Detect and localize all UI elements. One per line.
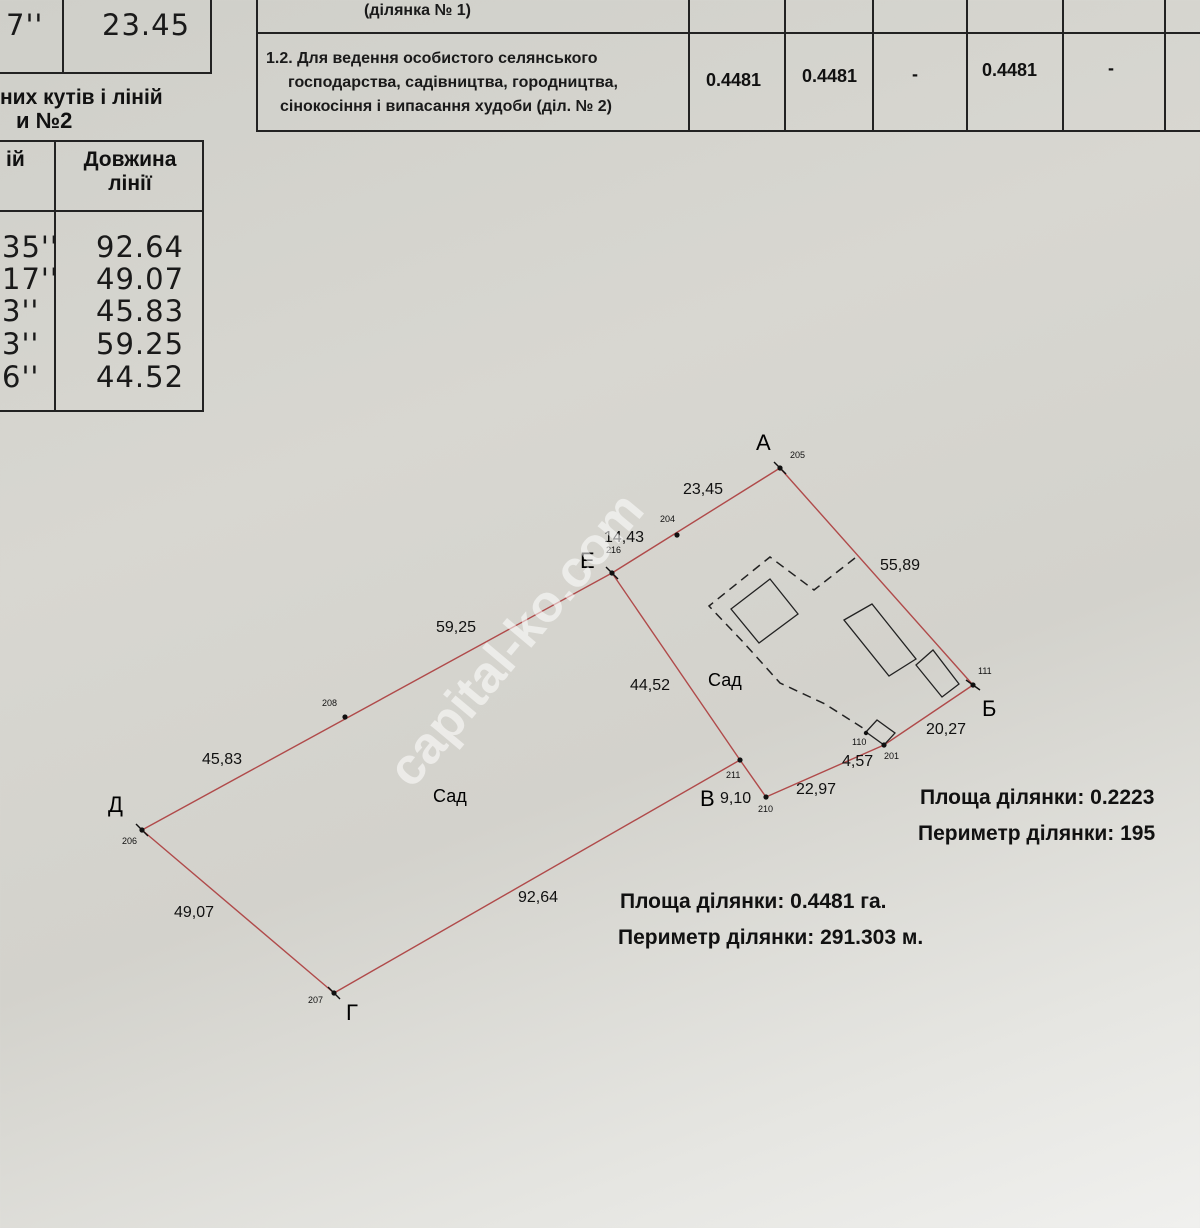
right-table-value-2: 0.4481 [802, 66, 858, 86]
point-id-211: 211 [726, 770, 740, 780]
left-table-caption-line1: них кутів і ліній [0, 86, 163, 109]
right-table-value-1: 0.4481 [706, 70, 762, 90]
point-marker-201 [881, 742, 887, 748]
left-table-row-4-angle: 6'' [2, 360, 40, 394]
garden-label-2: Сад [433, 786, 467, 806]
left-table-row-1-angle: 17'' [2, 262, 59, 296]
point-id-111: 111 [978, 666, 992, 676]
left-table-caption-line2: и №2 [16, 108, 73, 133]
left-table-row-1-length: 49.07 [96, 262, 185, 296]
area-info-main-area: Площа ділянки: 0.4481 га. [620, 890, 887, 913]
point-marker-208 [342, 714, 348, 720]
point-id-204: 204 [660, 514, 675, 524]
building-2 [843, 603, 917, 677]
right-table-value-4: 0.4481 [982, 60, 1038, 80]
right-table-row2-line3: сінокосіння і випасання худоби (діл. № 2… [280, 98, 612, 115]
right-table-row-divider [258, 32, 1200, 34]
point-id-206: 206 [122, 836, 137, 846]
boundary-a-b [779, 467, 974, 686]
point-id-216: 216 [606, 545, 621, 555]
point-id-207: 207 [308, 995, 323, 1005]
segment-label-45-83: 45,83 [202, 751, 242, 768]
boundary-e-211 [611, 572, 741, 761]
segment-label-59-25: 59,25 [436, 619, 476, 636]
point-id-208: 208 [322, 698, 337, 708]
segment-label-22-97: 22,97 [796, 781, 836, 798]
right-table-value-5: - [1108, 58, 1114, 78]
corner-a: А [756, 430, 771, 455]
segment-label-14-43: 14,43 [604, 529, 644, 546]
garden-label-1: Сад [708, 670, 742, 690]
corner-b: Б [982, 696, 996, 721]
corner-g: Г [346, 1000, 358, 1025]
boundary-a-e [611, 467, 781, 574]
left-table-row-4-length: 44.52 [96, 360, 185, 394]
right-table: (ділянка № 1) 1.2. Для ведення особистог… [256, 0, 1200, 132]
point-id-210: 210 [758, 804, 773, 814]
left-table-header-divider [0, 210, 202, 212]
building-4 [865, 719, 896, 746]
right-table-row2-line1: 1.2. Для ведення особистого селянського [266, 50, 598, 67]
left-table-top-length: 23.45 [102, 8, 191, 42]
right-table-col-6 [1164, 0, 1166, 130]
left-table: ій Довжина лінії 35'' 92.64 17'' 49.07 3… [0, 140, 204, 412]
boundary-g-v [333, 759, 741, 994]
point-id-201: 201 [884, 751, 899, 761]
left-table-header-length: Довжина лінії [83, 148, 177, 195]
left-table-row-2-angle: 3'' [2, 294, 40, 328]
corner-v: В [700, 786, 715, 811]
segment-label-92-64: 92,64 [518, 889, 558, 906]
segment-label-55-89: 55,89 [880, 557, 920, 574]
corner-e: Е [580, 548, 595, 573]
segment-label-23-45: 23,45 [683, 481, 723, 498]
right-table-col-2 [784, 0, 786, 130]
watermark: capital-ko.com [377, 482, 655, 798]
point-marker-110 [863, 730, 869, 736]
left-table-top: 7'' 23.45 [0, 0, 212, 74]
area-info-other-area: Площа ділянки: 0.2223 [920, 786, 1155, 809]
segment-label-20-27: 20,27 [926, 721, 966, 738]
left-table-row-0-angle: 35'' [2, 230, 59, 264]
left-table-top-divider [62, 0, 64, 72]
area-info-other-perimeter: Периметр ділянки: 195 [918, 822, 1156, 845]
segment-label-4-57: 4,57 [842, 753, 873, 770]
left-table-row-3-length: 59.25 [96, 327, 185, 361]
right-table-col-5 [1062, 0, 1064, 130]
boundary-201-b [883, 684, 974, 746]
area-info-main-perimeter: Периметр ділянки: 291.303 м. [618, 926, 924, 949]
segment-label-49-07: 49,07 [174, 904, 214, 921]
right-table-col-4 [966, 0, 968, 130]
segment-label-44-52: 44,52 [630, 677, 670, 694]
corner-d: Д [108, 792, 123, 817]
left-table-row-3-angle: 3'' [2, 327, 40, 361]
boundary-d-g [141, 829, 335, 994]
right-table-col-1 [688, 0, 690, 130]
point-marker-204 [674, 532, 680, 538]
building-1 [730, 578, 799, 644]
right-table-value-3: - [912, 64, 918, 84]
left-table-top-angle: 7'' [6, 8, 44, 42]
left-table-header-angle: ій [6, 148, 25, 171]
left-table-col-divider [54, 142, 56, 410]
left-table-row-0-length: 92.64 [96, 230, 185, 264]
left-table-row-2-length: 45.83 [96, 294, 185, 328]
boundary-210-201 [765, 744, 885, 798]
segment-label-9-10: 9,10 [720, 790, 751, 807]
point-id-205: 205 [790, 450, 805, 460]
right-table-row2-line2: господарства, садівництва, городництва, [288, 74, 618, 91]
dashed-contour [707, 556, 867, 731]
point-id-110: 110 [852, 737, 866, 747]
building-3 [915, 649, 960, 698]
right-table-col-3 [872, 0, 874, 130]
point-marker-210 [763, 794, 769, 800]
boundary-211-210 [739, 759, 767, 798]
right-table-row1-text: (ділянка № 1) [364, 2, 471, 19]
boundary-e-d [141, 572, 613, 831]
point-marker-211 [737, 757, 743, 763]
